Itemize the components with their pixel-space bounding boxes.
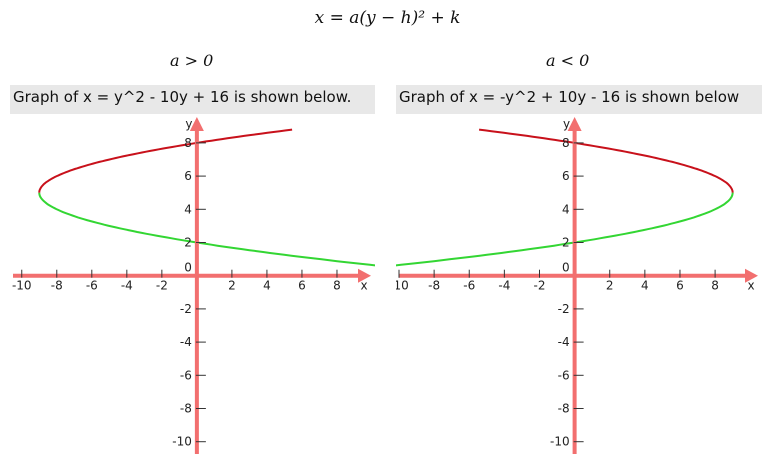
- x-tick-label: -10: [396, 279, 409, 293]
- upper-branch-curve: [38, 128, 293, 193]
- graph-panel-negative: Graph of x = -y^2 + 10y - 16 is shown be…: [396, 85, 762, 454]
- y-axis-letter: y: [563, 117, 570, 131]
- x-tick-label: 2: [606, 279, 614, 293]
- y-tick-label: 0: [184, 261, 192, 275]
- x-tick-label: 6: [676, 279, 684, 293]
- x-tick-label: -2: [156, 279, 168, 293]
- graph-title-positive: Graph of x = y^2 - 10y + 16 is shown bel…: [13, 88, 352, 106]
- x-tick-label: 8: [711, 279, 719, 293]
- plot-area-positive: -10 -8 -6 -4 -2 2 4 6 8 8 6 4 2 0 -2 -4 -6 -8 -10 x y: [10, 114, 375, 454]
- y-tick-label: 0: [562, 261, 570, 275]
- x-tick-label: 2: [228, 279, 236, 293]
- y-tick-label: -8: [558, 402, 570, 416]
- x-tick-label: -2: [534, 279, 546, 293]
- graph-title-negative: Graph of x = -y^2 + 10y - 16 is shown be…: [399, 88, 740, 106]
- y-tick-label: 4: [562, 202, 570, 216]
- y-tick-label: 4: [184, 202, 192, 216]
- upper-branch-curve: [478, 128, 734, 193]
- x-tick-label: -8: [51, 279, 63, 293]
- y-tick-label: 6: [184, 169, 192, 183]
- y-tick-label: 8: [562, 136, 570, 150]
- x-axis-arrow: [745, 268, 758, 283]
- y-tick-label: -8: [180, 402, 192, 416]
- x-tick-label: -6: [86, 279, 98, 293]
- lower-branch-curve: [396, 192, 734, 267]
- y-tick-label: -6: [180, 368, 192, 382]
- x-tick-label: -4: [121, 279, 133, 293]
- y-tick-label: 8: [184, 136, 192, 150]
- y-axis-arrow: [189, 117, 204, 131]
- x-tick-label: 4: [263, 279, 271, 293]
- plot-area-negative: -10 -8 -6 -4 -2 2 4 6 8 8 6 4 2 0 -2 -4 -6 -8 -10 x y: [396, 114, 762, 454]
- x-tick-label: 8: [333, 279, 341, 293]
- vertex-form-formula: x = a(y − h)² + k: [314, 8, 461, 28]
- lower-branch-curve: [38, 192, 375, 267]
- y-axis-letter: y: [185, 117, 192, 131]
- y-tick-label: -4: [558, 335, 570, 349]
- y-axis-arrow: [567, 117, 582, 131]
- x-tick-label: -8: [428, 279, 440, 293]
- y-tick-label: -6: [558, 368, 570, 382]
- x-axis-letter: x: [360, 279, 367, 293]
- y-tick-label: -10: [550, 435, 570, 449]
- x-tick-label: -4: [498, 279, 510, 293]
- x-axis-letter: x: [747, 279, 754, 293]
- case-label-negative: a < 0: [546, 51, 590, 70]
- y-tick-label: -2: [558, 302, 570, 316]
- x-tick-label: -6: [463, 279, 475, 293]
- y-tick-label: 2: [184, 236, 192, 250]
- y-tick-label: -10: [172, 435, 192, 449]
- parabola-chart-negative: -10 -8 -6 -4 -2 2 4 6 8 8 6 4 2 0 -2 -4 -6 -8 -10 x y: [396, 117, 758, 454]
- y-tick-label: 2: [562, 236, 570, 250]
- x-axis-arrow: [358, 268, 371, 283]
- y-tick-label: 6: [562, 169, 570, 183]
- y-tick-label: -2: [180, 302, 192, 316]
- parabola-chart-positive: -10 -8 -6 -4 -2 2 4 6 8 8 6 4 2 0 -2 -4 -6 -8 -10 x y: [12, 117, 375, 454]
- x-tick-label: 6: [298, 279, 306, 293]
- y-tick-label: -4: [180, 335, 192, 349]
- graph-panel-positive: Graph of x = y^2 - 10y + 16 is shown bel…: [10, 85, 375, 454]
- x-tick-label: -10: [12, 279, 32, 293]
- case-label-positive: a > 0: [170, 51, 214, 70]
- x-tick-label: 4: [641, 279, 649, 293]
